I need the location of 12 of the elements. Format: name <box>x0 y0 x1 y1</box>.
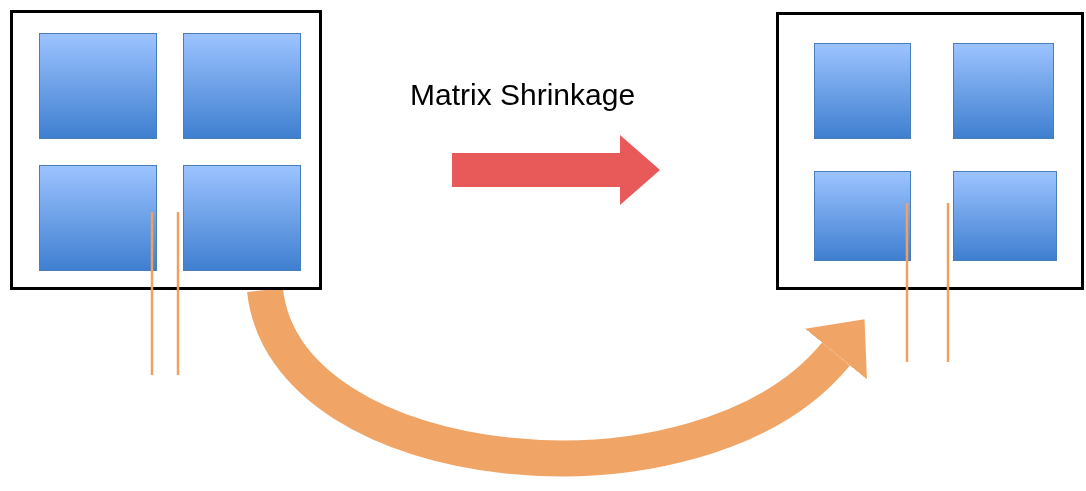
arrow <box>452 135 660 205</box>
square-block <box>183 165 301 271</box>
square-block <box>953 43 1054 139</box>
square-block <box>814 171 911 261</box>
frame-box <box>10 10 322 290</box>
frame-box <box>776 12 1084 290</box>
square-block <box>39 165 157 271</box>
edge-label: Matrix Shrinkage <box>410 78 636 112</box>
square-block <box>953 171 1057 261</box>
square-block <box>814 43 911 139</box>
square-block <box>183 33 301 139</box>
square-block <box>39 33 157 139</box>
